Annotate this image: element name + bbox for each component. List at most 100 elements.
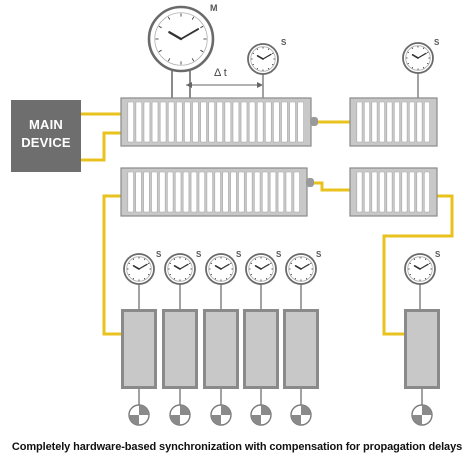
clock-inner-ring <box>248 256 274 282</box>
clock-tick <box>271 52 274 55</box>
clock-tick <box>225 258 228 261</box>
clock-tick <box>422 66 425 69</box>
device-body <box>407 312 437 386</box>
device-fin <box>401 101 408 143</box>
sensor-quadrant <box>221 405 231 415</box>
clock-tick <box>210 273 213 276</box>
clock-layer <box>123 5 436 309</box>
device-fin <box>159 101 167 143</box>
clock-tick <box>210 262 213 265</box>
sensor-icon <box>210 389 232 426</box>
clock-tick <box>214 258 217 261</box>
clock-tick <box>143 277 146 280</box>
sensor-layer <box>128 389 433 426</box>
slave-clock-label: S <box>281 38 287 47</box>
device-fin <box>378 101 385 143</box>
clock-tick <box>269 262 272 265</box>
device-fin <box>192 101 199 143</box>
clock-inner-ring <box>250 46 276 72</box>
master-clock-label: M <box>210 3 218 13</box>
device-fin <box>386 101 393 143</box>
device-fin <box>356 101 363 143</box>
sensor-quadrant <box>211 415 221 425</box>
clock-tick <box>269 273 272 276</box>
clock-tick <box>250 273 253 276</box>
device-fin <box>285 171 292 213</box>
clock-tick <box>147 273 150 276</box>
slave-clock-icon <box>285 253 317 285</box>
clock-tick <box>229 262 232 265</box>
device-fin <box>363 171 370 213</box>
slave-clock-icon <box>402 42 434 74</box>
device-fin <box>232 101 240 143</box>
device-layer <box>11 97 440 389</box>
sensor-icon <box>411 389 433 426</box>
sensor-icon <box>290 389 312 426</box>
device-fin <box>378 171 385 213</box>
clock-tick <box>428 262 431 265</box>
device-fin <box>277 171 285 213</box>
device-fin <box>269 171 277 213</box>
clock-tick <box>411 66 414 69</box>
device-fin <box>246 171 253 213</box>
clock-inner-ring <box>126 256 152 282</box>
clock-tick <box>305 277 308 280</box>
clock-minute-hand <box>138 263 148 270</box>
device-fin <box>182 171 190 213</box>
device-fin <box>198 171 205 213</box>
device-fin <box>408 101 415 143</box>
clock-tick <box>426 51 429 54</box>
clock-tick <box>158 25 162 29</box>
switch-device-middle-right <box>349 167 438 217</box>
diagram-caption: Completely hardware-based synchronizatio… <box>11 441 463 453</box>
clock-tick <box>167 16 171 20</box>
clock-tick <box>422 47 425 50</box>
device-body <box>349 167 438 217</box>
main-device-label-line1: MAIN <box>28 117 64 132</box>
slave-clock-label: S <box>276 250 282 259</box>
device-fin <box>256 101 264 143</box>
clock-tick <box>294 277 297 280</box>
clock-tick <box>188 262 191 265</box>
clock-inner-ring <box>167 256 193 282</box>
clock-tick <box>252 52 255 55</box>
clock-tick <box>191 16 195 20</box>
sensor-quadrant <box>291 415 301 425</box>
clock-tick <box>290 262 293 265</box>
clock-inner-ring <box>288 256 314 282</box>
device-fin <box>393 101 400 143</box>
device-fin <box>143 171 150 213</box>
device-fin <box>167 171 174 213</box>
device-fin <box>273 101 280 143</box>
clock-tick <box>229 273 232 276</box>
clock-minute-hand <box>180 28 200 40</box>
clock-tick <box>256 67 259 70</box>
clock-inner-ring <box>154 12 208 66</box>
slave-clock-label: S <box>316 250 322 259</box>
port-connector <box>310 117 318 126</box>
clock-tick <box>309 262 312 265</box>
clock-tick <box>184 258 187 261</box>
device-fin <box>190 171 198 213</box>
slave-clock-label: S <box>434 38 440 47</box>
clock-tick <box>250 262 253 265</box>
sensor-quadrant <box>301 405 311 415</box>
field-device <box>121 309 157 389</box>
device-fin <box>261 171 269 213</box>
device-fin <box>184 101 191 143</box>
sensor-quadrant <box>139 405 149 415</box>
sensor-quadrant <box>422 405 432 415</box>
sensor-quadrant <box>412 415 422 425</box>
clock-minute-hand <box>262 53 272 60</box>
clock-tick <box>407 51 410 54</box>
slave-clock-label: S <box>236 250 242 259</box>
switch-device-top-right <box>349 97 438 147</box>
arrow-head <box>186 82 192 88</box>
master-clock-icon <box>147 5 215 73</box>
main-device-label: MAIN DEVICE <box>11 116 81 152</box>
device-fin <box>167 101 175 143</box>
device-fin <box>363 101 370 143</box>
field-device <box>404 309 440 389</box>
